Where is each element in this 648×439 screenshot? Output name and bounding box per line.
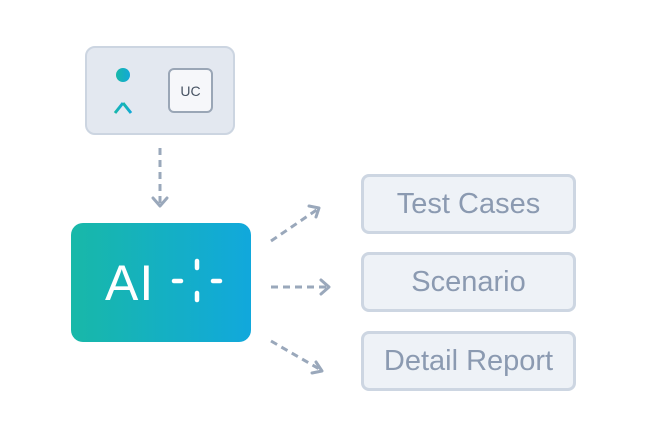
arrow-ai-to-detail-report [270, 339, 324, 375]
output-scenario: Scenario [361, 252, 576, 312]
ai-label: AI [105, 255, 155, 311]
arrow-input-to-ai [151, 148, 169, 208]
arrow-ai-to-scenario [271, 278, 331, 296]
use-case-label: UC [180, 82, 201, 99]
actor-icon [113, 68, 133, 114]
arrow-ai-to-test-cases [270, 204, 321, 243]
use-case-box: UC [168, 68, 213, 113]
output-test-cases: Test Cases [361, 174, 576, 234]
output-label: Detail Report [383, 344, 554, 377]
output-detail-report: Detail Report [361, 331, 576, 391]
output-label: Test Cases [396, 187, 541, 220]
sparkle-icon [171, 258, 223, 303]
ai-processor-box: AI [71, 223, 251, 342]
output-label: Scenario [411, 265, 526, 298]
